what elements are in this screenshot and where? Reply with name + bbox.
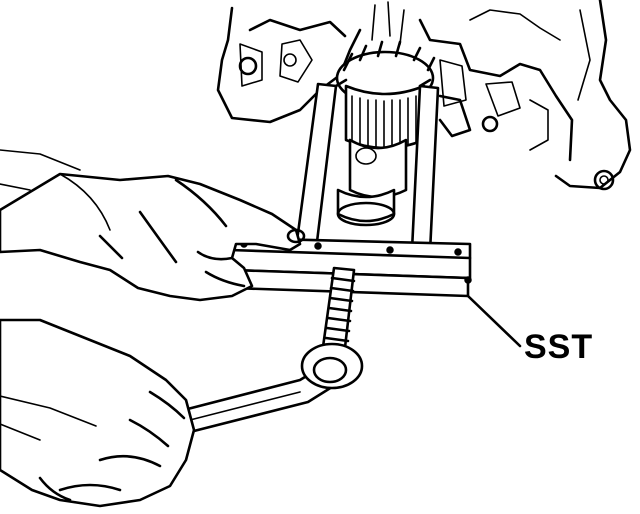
wrench: [174, 342, 364, 434]
lower-hand: [0, 318, 196, 508]
sst-callout-label: SST: [524, 328, 594, 366]
transmission-housing: [216, 0, 632, 191]
upper-hand: [0, 149, 306, 302]
callout-leader-line: [466, 294, 522, 348]
